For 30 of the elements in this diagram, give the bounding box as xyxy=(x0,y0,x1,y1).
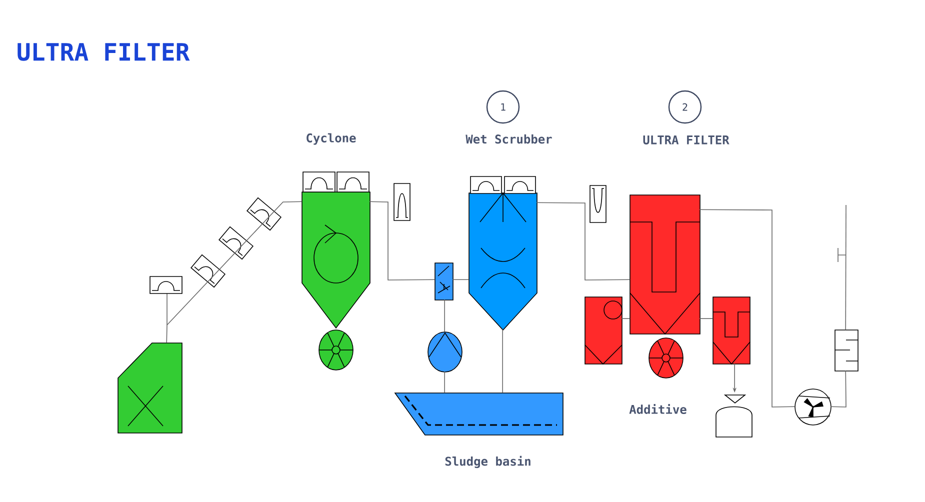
rotary-valve-symbol xyxy=(318,330,354,370)
pipe-line xyxy=(166,201,302,343)
pipe-line xyxy=(444,299,445,332)
equipment-label: Sludge basin xyxy=(445,456,530,468)
container-symbol xyxy=(716,394,752,438)
pipe-line xyxy=(369,201,435,280)
filter-symbol xyxy=(630,194,700,335)
pipe-line xyxy=(845,204,846,330)
equipment-label: Wet Scrubber xyxy=(466,134,552,144)
pump-symbol xyxy=(428,332,462,372)
pipe-line xyxy=(452,279,469,280)
tank-symbol xyxy=(584,296,622,365)
rotary-valve-symbol xyxy=(648,338,684,378)
pipe-line xyxy=(699,318,713,319)
valve-symbol xyxy=(434,262,454,300)
fan-symbol xyxy=(794,388,832,426)
pipe-line xyxy=(830,370,846,408)
title: ULTRA FILTER xyxy=(18,43,190,61)
pipe-line xyxy=(699,209,795,408)
equipment-label: ULTRA FILTER xyxy=(643,136,730,144)
equipment-label: Cyclone xyxy=(306,133,356,145)
silencer-symbol xyxy=(834,330,858,372)
pipe-line xyxy=(536,202,630,280)
pipe-line xyxy=(621,318,630,319)
hopper-symbol xyxy=(118,342,182,434)
equipment-label: Additive xyxy=(629,404,686,414)
pipe-line xyxy=(502,329,503,393)
scrubber-symbol xyxy=(468,192,538,331)
pipe-line xyxy=(444,371,445,393)
filter-symbol xyxy=(712,296,750,365)
